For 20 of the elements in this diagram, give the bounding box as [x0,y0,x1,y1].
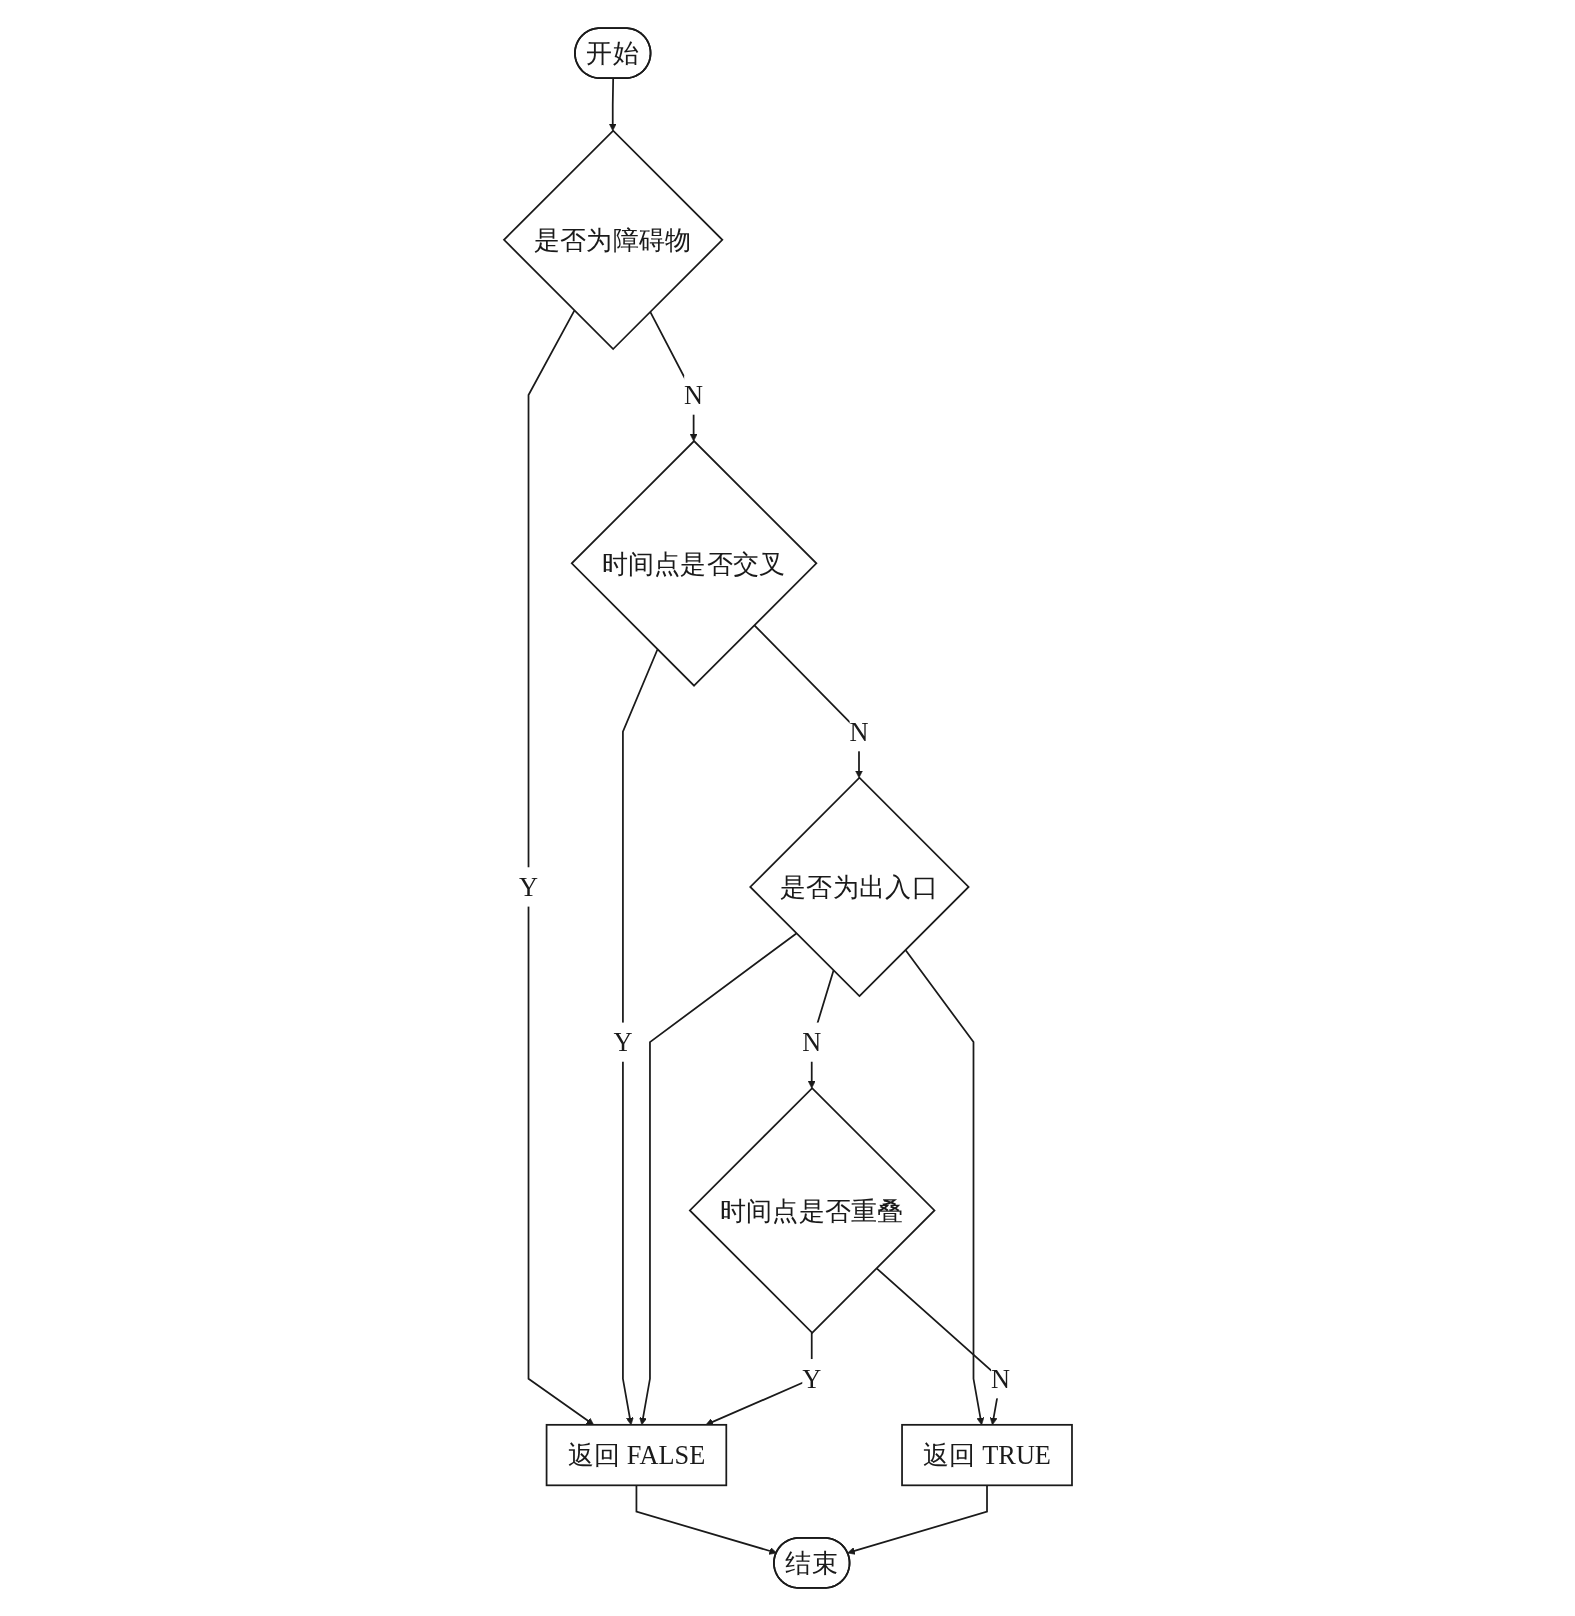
arrow [638,932,797,1426]
edge-label: N [801,1027,821,1057]
node-diamond: 是否为障碍物 [502,129,724,351]
node-diamond: 时间点是否交叉 [570,439,818,687]
arrow [608,77,617,132]
edge-label: N [990,1364,1010,1394]
arrow [846,1484,988,1555]
edge-label: Y [612,1027,632,1057]
edge-label: N [849,717,868,747]
arrow [621,648,658,1426]
edge-label: Y [518,872,538,902]
node-diamond: 是否为出入口 [748,776,970,998]
edge-label: Y [801,1364,821,1394]
arrow [527,309,594,1426]
node-diamond: 时间点是否重叠 [688,1086,936,1334]
arrow [635,1484,777,1555]
arrow [903,948,984,1426]
edge-label: N [683,380,703,410]
node-box: 返回 FALSE [545,1423,727,1487]
node-box: 返回 TRUE [900,1423,1073,1487]
